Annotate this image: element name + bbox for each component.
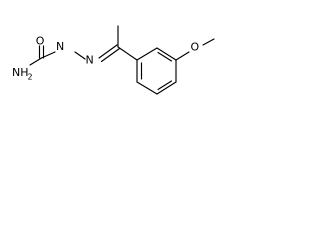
hydrazine-nitrogen-2-label: N bbox=[86, 54, 94, 67]
chemical-structure-diagram: O N N NH 2 O bbox=[0, 0, 240, 113]
c-n-double-bond-line-1 bbox=[98, 44, 118, 59]
carbonyl-oxygen-label: O bbox=[36, 35, 45, 48]
nitrogen-nitrogen-bond bbox=[74, 51, 86, 60]
ring-bond-2 bbox=[156, 47, 177, 61]
ether-oxygen-to-methyl-bond bbox=[202, 38, 215, 46]
carbonyl-to-amide-bond bbox=[29, 57, 43, 66]
amide-nitrogen-subscript: 2 bbox=[28, 73, 33, 82]
aromatic-inner-bond-2 bbox=[157, 51, 173, 62]
ring-bond-5 bbox=[136, 81, 158, 95]
amide-nitrogen-label: NH bbox=[12, 66, 29, 79]
ring-to-ether-oxygen-bond bbox=[175, 51, 190, 61]
ether-oxygen-label: O bbox=[191, 41, 200, 54]
ring-attachment-bond bbox=[117, 46, 138, 61]
aromatic-inner-bond-3 bbox=[157, 80, 173, 91]
c-n-double-bond-line-2 bbox=[100, 47, 121, 63]
ring-bond-1 bbox=[136, 47, 158, 61]
structure-svg: O N N NH 2 O bbox=[12, 25, 215, 95]
hydrazine-nitrogen-1-label: N bbox=[56, 40, 64, 53]
carbonyl-to-hydrazine-bond bbox=[40, 51, 56, 59]
ring-bond-4 bbox=[156, 81, 177, 95]
